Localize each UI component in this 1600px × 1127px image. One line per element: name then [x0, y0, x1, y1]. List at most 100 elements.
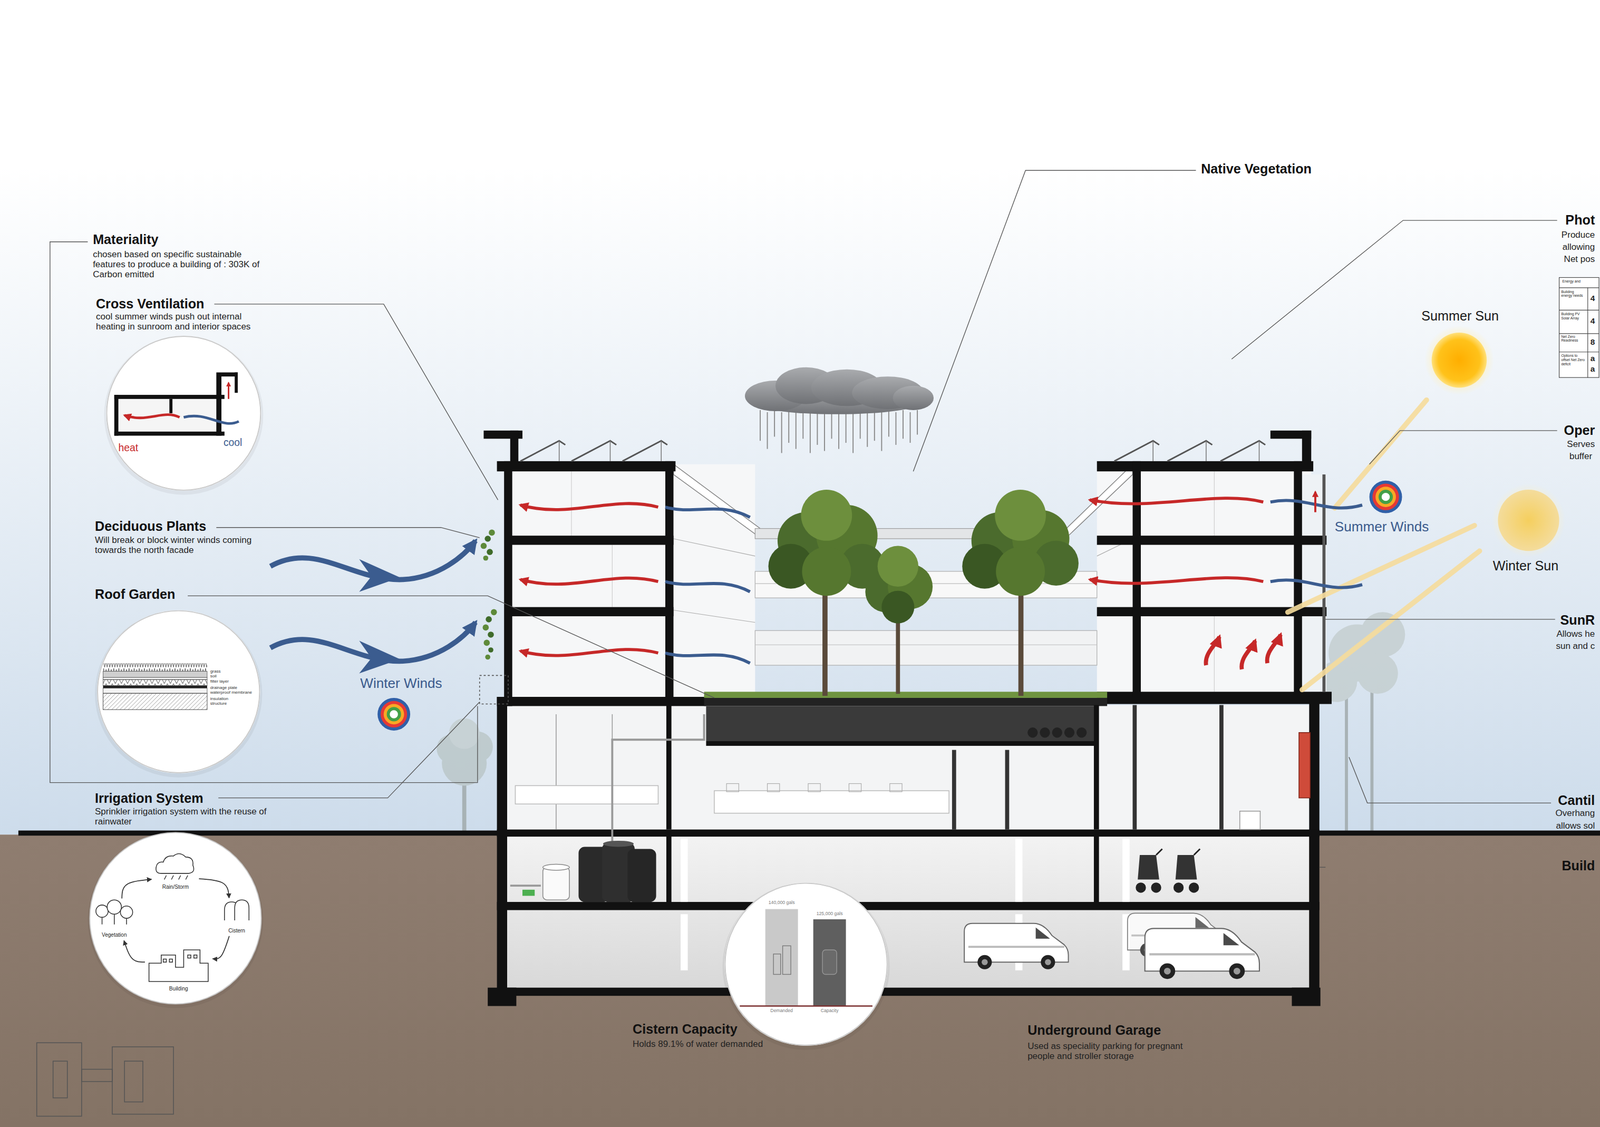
label-anchor: Net pos — [1564, 254, 1596, 265]
cycle-arrow — [123, 940, 145, 963]
heat-label: heat — [118, 441, 139, 453]
label-anchor: buffer — [1569, 451, 1593, 462]
building-section — [507, 834, 1309, 990]
text-anchor: 140,000 gals — [768, 900, 795, 906]
detail-disc — [722, 882, 890, 1050]
deciduous-vine — [487, 631, 494, 638]
label-anchor: Net Zero Readiness — [1560, 335, 1586, 344]
building-section — [1219, 704, 1224, 830]
winter-wind-arrow — [359, 641, 400, 674]
cycle-step: Cistern — [218, 899, 256, 936]
building-section — [1214, 471, 1215, 536]
text-anchor: Capacity — [820, 1009, 839, 1014]
stroller — [1188, 882, 1199, 893]
leader-line — [50, 241, 478, 783]
solar-panel — [660, 440, 662, 462]
callout-heading: Build — [1561, 859, 1595, 875]
cycle-icon — [113, 913, 115, 925]
rain-cloud — [759, 410, 761, 441]
callout-text: buffer — [1569, 451, 1593, 462]
building-section — [1132, 704, 1138, 830]
circle-outline — [105, 335, 261, 491]
cycle-icon — [107, 899, 122, 915]
building-section — [704, 691, 1108, 698]
callout-heading: Underground Garage — [1027, 1023, 1161, 1039]
rain-cloud — [809, 412, 811, 453]
building-section — [680, 914, 688, 971]
callout-heading: Phot — [1565, 213, 1595, 229]
text-anchor: filter layer — [210, 679, 229, 684]
rain-cloud — [888, 410, 890, 437]
building-section — [808, 783, 821, 792]
detail-disc — [87, 832, 264, 1008]
water-tanks — [1052, 727, 1063, 738]
label-anchor: Used as speciality parking for pregnant … — [1027, 1040, 1189, 1062]
energy-table — [1559, 287, 1599, 288]
wind-rose — [1372, 483, 1399, 510]
cycle-icon — [185, 875, 188, 880]
building-section — [889, 783, 903, 792]
callout-text: Used as speciality parking for pregnant … — [1027, 1040, 1189, 1062]
label-anchor: Cross Ventilation — [95, 296, 205, 313]
building-section — [1097, 461, 1314, 472]
courtyard-tree — [800, 489, 852, 541]
building-section — [1308, 696, 1320, 996]
cistern-chart — [822, 949, 837, 975]
callout-text: allowing — [1562, 241, 1596, 253]
axis-label: Demanded — [770, 1009, 793, 1014]
sun-ray — [1334, 400, 1427, 509]
building-section — [612, 545, 613, 608]
cycle-label: Vegetation — [101, 932, 127, 939]
deciduous-vine — [488, 647, 494, 653]
courtyard-tree — [881, 590, 915, 624]
leader-line — [216, 527, 480, 538]
site-plan — [36, 1042, 82, 1117]
label-anchor: 4 — [1590, 294, 1596, 303]
building-section — [497, 987, 1320, 996]
cool-label: cool — [223, 436, 243, 448]
callout-text: Allows he — [1556, 628, 1595, 639]
cross-ventilation-detail — [169, 399, 173, 414]
stroller — [1150, 882, 1161, 893]
layer-label: waterproof membrane — [210, 690, 252, 695]
wind-rose — [377, 480, 1402, 731]
cycle-icon — [187, 955, 191, 959]
callout-heading: Cantil — [1557, 793, 1595, 810]
rain-cloud — [895, 412, 897, 445]
building-section — [487, 987, 517, 1007]
detail-marker — [479, 675, 509, 704]
building-section — [1122, 838, 1130, 903]
detail-disc — [94, 609, 263, 778]
callout-text: Overhang — [1555, 808, 1596, 819]
label-anchor: Produce — [1561, 229, 1595, 241]
sun-label: Winter Sun — [1492, 559, 1559, 575]
building-section — [767, 783, 780, 792]
building-section — [754, 644, 1097, 646]
cycle-icon — [149, 949, 209, 982]
van — [964, 923, 1069, 970]
text-anchor: drainage plate — [210, 685, 238, 690]
water-tanks — [612, 714, 704, 846]
callout-text: cool summer winds push out internal heat… — [95, 311, 260, 332]
building-section — [665, 461, 674, 697]
site-plan — [53, 1061, 68, 1099]
building-section — [705, 740, 1097, 746]
cycle-step: Rain/Storm — [152, 857, 198, 892]
deciduous-vine — [483, 640, 490, 647]
solar-panel — [1220, 440, 1266, 462]
sun-ray — [1287, 525, 1475, 613]
building-section — [666, 834, 672, 905]
site-plan — [124, 1061, 143, 1102]
text-anchor: waterproof membrane — [210, 690, 252, 695]
label-anchor: Allows he — [1556, 628, 1595, 639]
wind-rose — [1369, 480, 1403, 514]
cycle-icon — [95, 854, 249, 982]
layer-label: insulation — [210, 696, 229, 701]
table-cell: Options to offset Net Zero deficit — [1560, 355, 1586, 367]
callout-heading: SunR — [1560, 613, 1596, 629]
rain-cloud — [823, 412, 826, 452]
label-anchor: Options to offset Net Zero deficit — [1560, 355, 1586, 367]
background-tree — [449, 718, 480, 750]
